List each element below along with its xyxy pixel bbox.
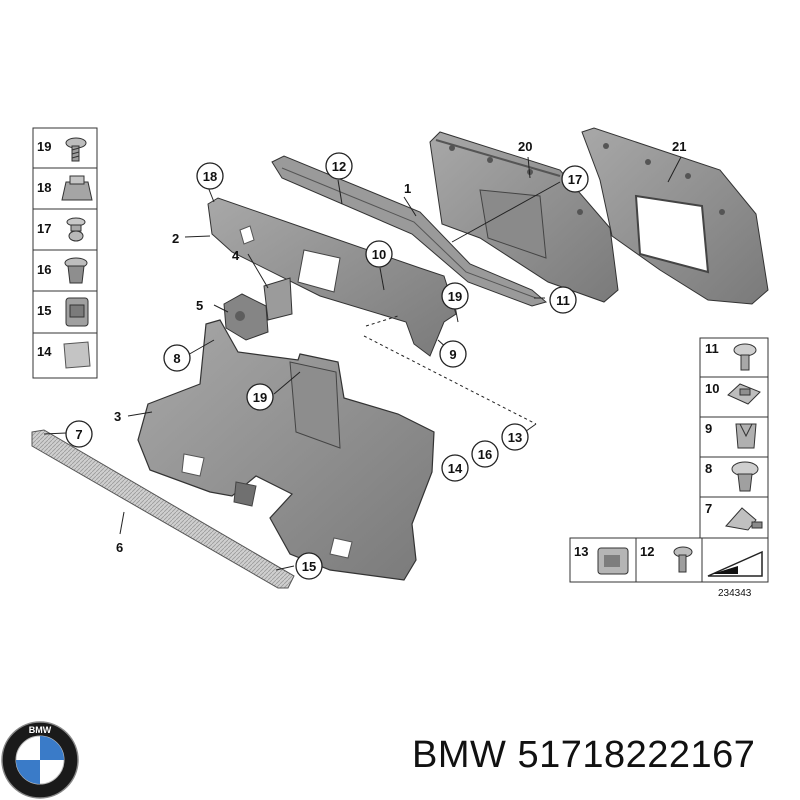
clip-icon [61,175,93,201]
callout-9: 9 [439,340,467,368]
svg-text:13: 13 [508,430,522,445]
cover-plate-icon [597,547,629,575]
svg-text:18: 18 [203,169,217,184]
legend-label-18: 18 [37,180,51,195]
callout-11: 11 [549,286,577,314]
label-4: 4 [232,248,240,263]
brand-name: BMW [412,734,507,776]
callout-15: 15 [295,552,323,580]
legend-label-17: 17 [37,221,51,236]
callout-8: 8 [163,344,191,372]
callout-10: 10 [365,240,393,268]
svg-text:8: 8 [173,351,180,366]
legend-label-12: 12 [640,544,654,559]
cover-4 [263,277,293,321]
bottom-legend: 13 12 [569,537,769,583]
callout-17: 17 [561,165,589,193]
push-pin-icon [733,343,757,371]
label-21: 21 [672,139,686,154]
cover-cap-icon [65,297,89,327]
logo-text: BMW [29,725,52,735]
arrow-wedge-icon [707,550,763,577]
strip-6 [31,429,295,589]
hook-clip-icon [725,507,763,531]
legend-label-8: 8 [705,461,712,476]
svg-text:10: 10 [372,247,386,262]
expansion-rivet-icon [731,461,759,492]
svg-text:14: 14 [448,461,463,476]
callout-12: 12 [325,152,353,180]
right-legend: 11 10 9 8 7 [699,337,769,541]
bmw-logo: BMW [1,721,79,799]
svg-text:7: 7 [75,427,82,442]
svg-text:15: 15 [302,559,316,574]
label-6: 6 [116,540,123,555]
push-rivet-icon [66,217,86,242]
screw-icon [673,546,693,573]
callout-18: 18 [196,162,224,190]
pad-icon [63,341,91,369]
svg-text:12: 12 [332,159,346,174]
callout-16: 16 [471,440,499,468]
svg-text:11: 11 [556,293,570,308]
svg-text:9: 9 [449,347,456,362]
legend-label-19: 19 [37,139,51,154]
legend-label-14: 14 [37,344,52,359]
spring-nut-icon [727,383,761,405]
svg-text:19: 19 [253,390,267,405]
legend-label-10: 10 [705,381,719,396]
legend-label-13: 13 [574,544,588,559]
panel-20-insulation [429,131,619,303]
part-reference: BMW 51718222167 [412,734,755,777]
callout-19-upper: 19 [441,282,469,310]
label-20: 20 [518,139,532,154]
legend-label-9: 9 [705,421,712,436]
leader-lines [43,156,682,571]
label-5: 5 [196,298,203,313]
legend-label-11: 11 [705,341,719,356]
callout-13: 13 [501,423,529,451]
label-2: 2 [172,231,179,246]
expanding-nut-icon [64,257,88,284]
callout-14: 14 [441,454,469,482]
clip-nut-icon [735,423,757,449]
legend-label-15: 15 [37,303,51,318]
trim-3-main [137,319,435,581]
left-legend: 19 18 17 16 15 14 [32,127,98,379]
part-number: 51718222167 [517,734,756,776]
legend-label-7: 7 [705,501,712,516]
label-3: 3 [114,409,121,424]
bracket-5 [223,293,269,341]
svg-text:16: 16 [478,447,492,462]
diagram-id: 234343 [718,588,752,599]
callout-7: 7 [65,420,93,448]
label-1: 1 [404,181,411,196]
legend-label-16: 16 [37,262,51,277]
svg-text:17: 17 [568,172,582,187]
screw-icon [65,137,87,162]
trim-2-upper [207,197,457,357]
svg-text:19: 19 [448,289,462,304]
panel-21-frame [581,127,769,305]
callout-19-lower: 19 [246,383,274,411]
